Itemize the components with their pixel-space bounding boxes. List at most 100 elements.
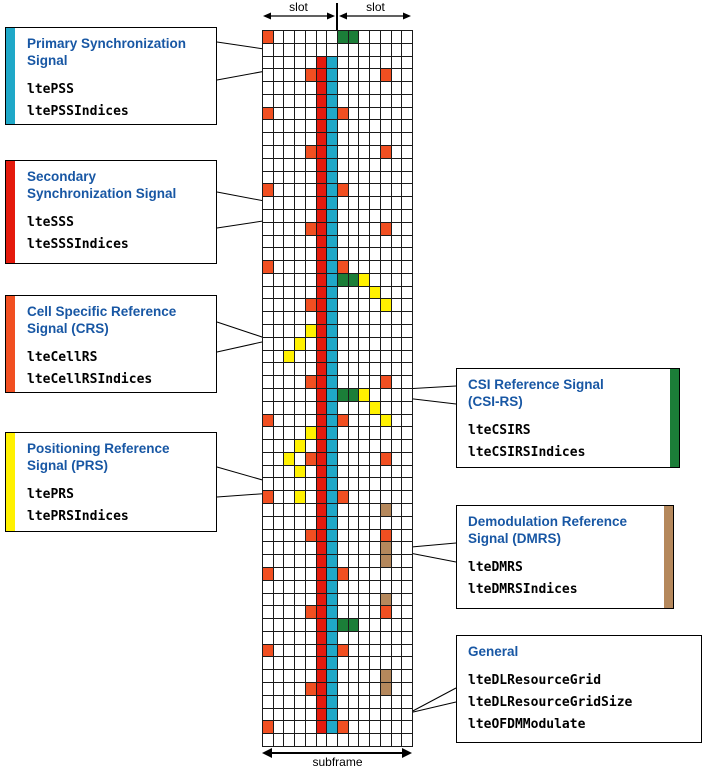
grid-cell <box>380 222 391 235</box>
grid-cell <box>316 670 327 683</box>
grid-cell <box>370 197 380 209</box>
grid-cell <box>263 452 273 465</box>
grid-cell <box>348 452 359 465</box>
grid-cell <box>359 516 370 529</box>
general-function-2: lteDLResourceGridSize <box>468 695 633 710</box>
grid-cell <box>338 222 348 235</box>
grid-cell <box>263 491 273 504</box>
grid-cell <box>327 325 337 337</box>
grid-cell <box>391 248 402 261</box>
grid-cell <box>327 299 337 312</box>
grid-cell <box>380 146 391 158</box>
grid-cell <box>327 56 337 69</box>
grid-cell <box>380 312 391 325</box>
grid-cell <box>402 273 412 286</box>
grid-cell <box>359 197 370 209</box>
grid-cell <box>402 644 412 657</box>
grid-cell <box>359 708 370 721</box>
grid-cell <box>263 299 273 312</box>
grid-cell <box>305 312 316 325</box>
grid-cell <box>305 657 316 670</box>
grid-cell <box>370 542 380 555</box>
grid-cell <box>402 529 412 542</box>
grid-cell <box>295 388 305 401</box>
grid-cell <box>402 222 412 235</box>
grid-cell <box>305 325 316 337</box>
grid-cell <box>402 69 412 82</box>
grid-cell <box>284 56 295 69</box>
grid-cell <box>273 504 284 516</box>
grid-cell <box>316 337 327 350</box>
grid-cell <box>348 644 359 657</box>
grid-cell <box>380 158 391 171</box>
grid-cell <box>305 580 316 593</box>
grid-cell <box>391 363 402 376</box>
grid-cell <box>273 261 284 273</box>
grid-cell <box>273 619 284 631</box>
grid-cell <box>305 504 316 516</box>
grid-cell <box>327 644 337 657</box>
grid-cell <box>391 146 402 158</box>
grid-cell <box>284 529 295 542</box>
grid-cell <box>327 478 337 491</box>
grid-cell <box>380 82 391 94</box>
grid-cell <box>402 146 412 158</box>
grid-cell <box>391 325 402 337</box>
grid-cell <box>359 184 370 197</box>
grid-cell <box>316 593 327 606</box>
grid-cell <box>305 261 316 273</box>
grid-cell <box>273 107 284 120</box>
resource-grid <box>262 30 413 747</box>
grid-cell <box>295 721 305 734</box>
grid-cell <box>295 708 305 721</box>
grid-cell <box>273 197 284 209</box>
grid-cell <box>402 376 412 388</box>
grid-cell <box>402 414 412 427</box>
grid-cell <box>402 452 412 465</box>
grid-cell <box>370 491 380 504</box>
grid-cell <box>380 721 391 734</box>
grid-cell <box>284 209 295 222</box>
grid-cell <box>348 107 359 120</box>
grid-cell <box>391 69 402 82</box>
slot-label-right: slot <box>366 0 385 14</box>
grid-cell <box>316 363 327 376</box>
grid-cell <box>402 184 412 197</box>
grid-cell <box>316 171 327 184</box>
grid-cell <box>295 56 305 69</box>
grid-cell <box>316 644 327 657</box>
grid-cell <box>370 478 380 491</box>
grid-cell <box>402 542 412 555</box>
grid-cell <box>295 273 305 286</box>
grid-cell <box>273 580 284 593</box>
grid-cell <box>402 107 412 120</box>
callout-pss: Primary Synchronization Signal ltePSS lt… <box>5 27 217 125</box>
grid-cell <box>402 516 412 529</box>
callout-crs: Cell Specific Reference Signal (CRS) lte… <box>5 295 217 393</box>
grid-cell <box>391 133 402 146</box>
grid-cell <box>273 542 284 555</box>
grid-cell <box>273 171 284 184</box>
grid-cell <box>370 158 380 171</box>
grid-cell <box>295 43 305 56</box>
prs-function-2: ltePRSIndices <box>27 509 129 524</box>
grid-cell <box>338 580 348 593</box>
grid-cell <box>348 248 359 261</box>
grid-cell <box>273 31 284 43</box>
grid-cell <box>284 631 295 644</box>
grid-cell <box>263 631 273 644</box>
grid-cell <box>316 695 327 708</box>
grid-cell <box>327 440 337 452</box>
grid-cell <box>348 478 359 491</box>
grid-cell <box>348 56 359 69</box>
grid-cell <box>402 504 412 516</box>
grid-cell <box>305 299 316 312</box>
grid-cell <box>316 414 327 427</box>
grid-cell <box>370 721 380 734</box>
grid-cell <box>263 504 273 516</box>
grid-cell <box>370 670 380 683</box>
grid-cell <box>348 734 359 746</box>
grid-cell <box>295 567 305 580</box>
grid-cell <box>391 82 402 94</box>
grid-cell <box>263 440 273 452</box>
